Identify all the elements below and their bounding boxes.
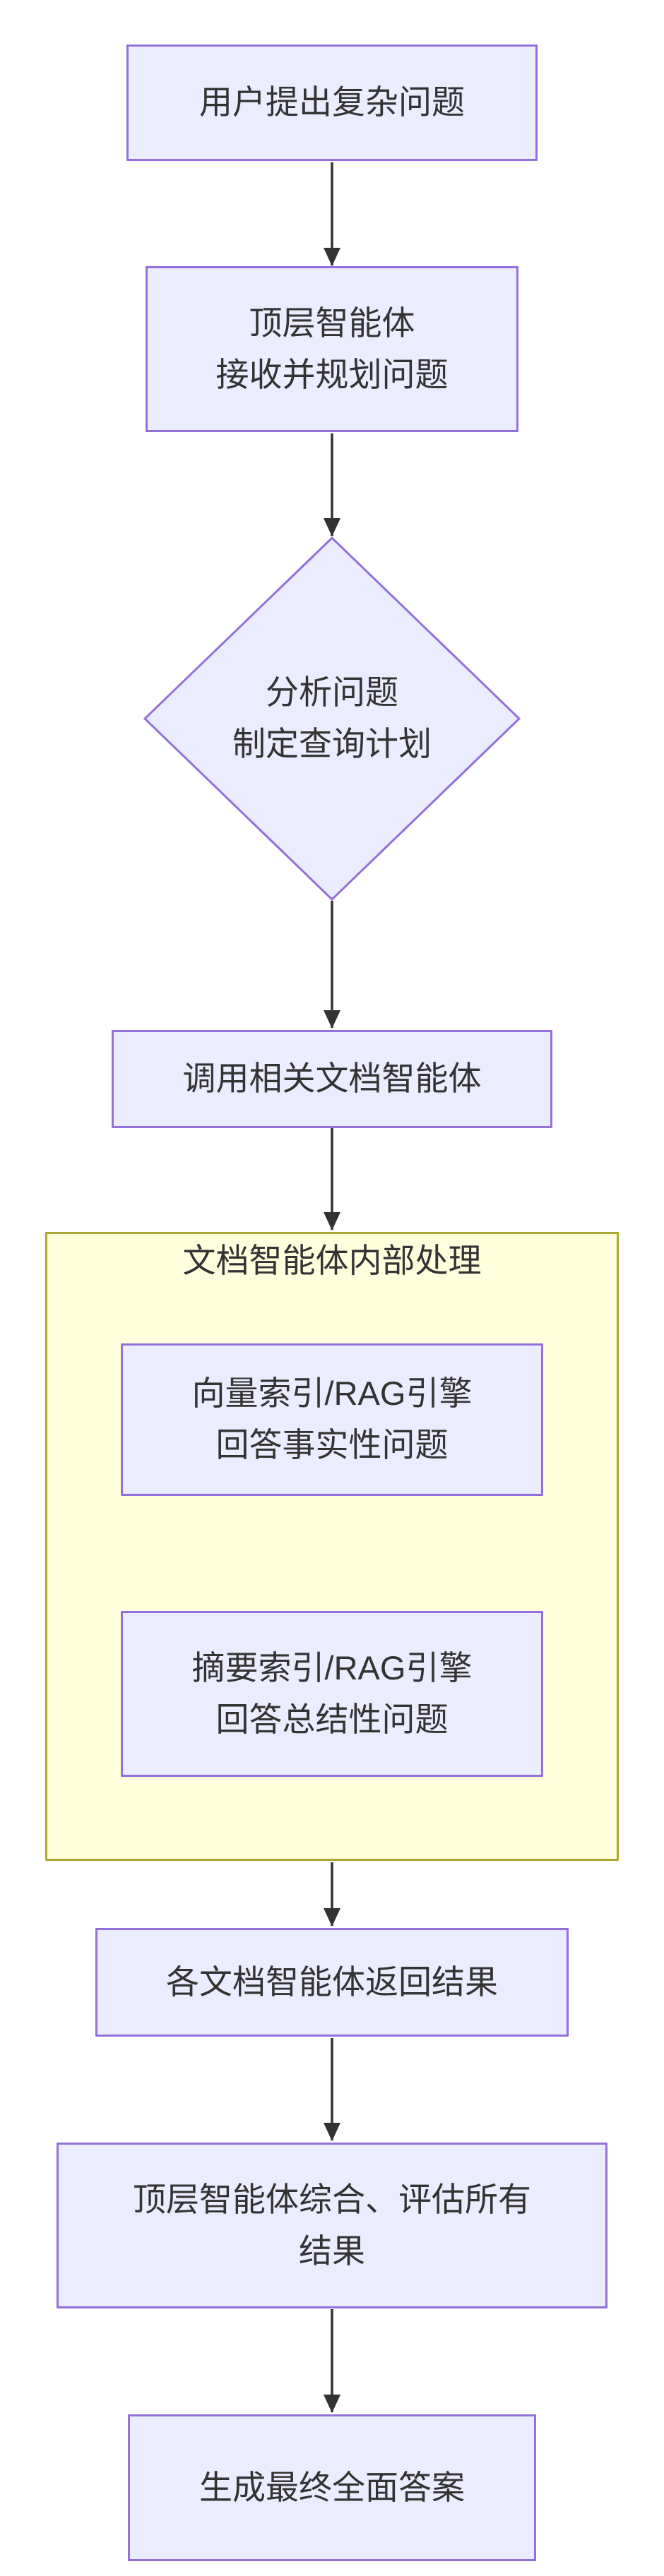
node-synthesize-evaluate: 顶层智能体综合、评估所有 结果 [57, 2143, 607, 2308]
node-call-doc-agents: 调用相关文档智能体 [112, 1030, 552, 1128]
cluster-title: 文档智能体内部处理 [182, 1242, 482, 1279]
node-user-question: 用户提出复杂问题 [126, 44, 538, 161]
node-agents-return-results: 各文档智能体返回结果 [95, 1928, 569, 2037]
node-top-agent-receive-plan: 顶层智能体 接收并规划问题 [146, 266, 518, 432]
node-vector-index-rag: 向量索引/RAG引擎 回答事实性问题 [121, 1343, 543, 1496]
node-analyze-plan-decision: 分析问题 制定查询计划 [232, 673, 432, 762]
node-final-answer: 生成最终全面答案 [128, 2414, 536, 2561]
node-summary-index-rag: 摘要索引/RAG引擎 回答总结性问题 [121, 1611, 543, 1777]
